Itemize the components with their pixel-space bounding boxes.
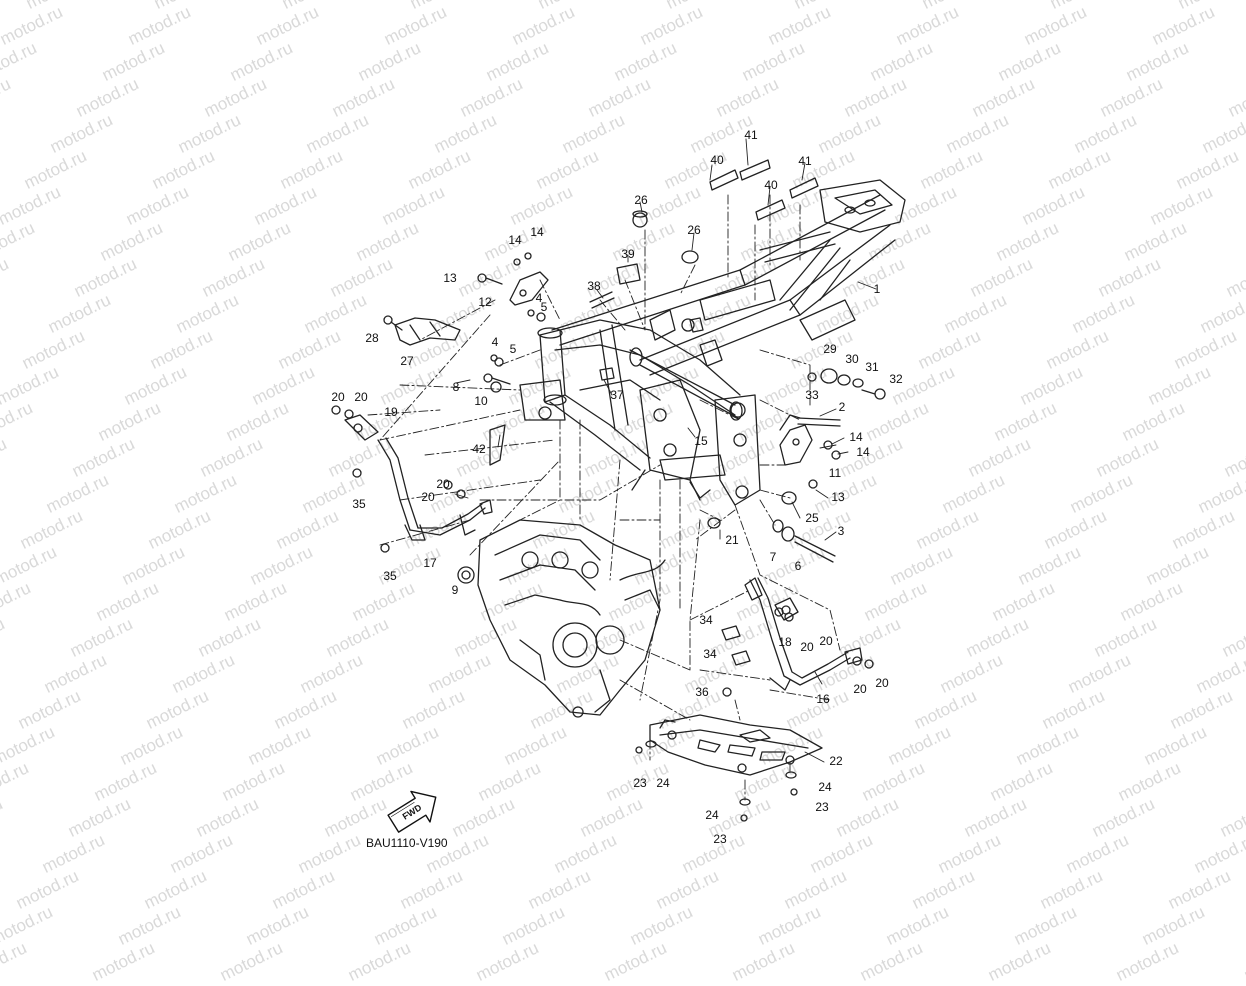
bracket-12 — [509, 271, 549, 306]
part-callout: 35 — [383, 569, 397, 583]
part-callout: 41 — [798, 154, 812, 168]
part-callout: 9 — [451, 583, 459, 597]
engine-guard-right — [744, 577, 863, 691]
part-callout: 20 — [875, 676, 889, 690]
part-callout: 12 — [478, 295, 492, 309]
part-callout: 19 — [384, 405, 398, 419]
part-callout: 5 — [509, 342, 517, 356]
part-callout: 26 — [634, 193, 648, 207]
part-callout: 40 — [764, 178, 778, 192]
part-callout: 10 — [474, 394, 488, 408]
part-callout: 7 — [769, 550, 777, 564]
part-callout: 14 — [849, 430, 863, 444]
part-callout: 8 — [452, 380, 460, 394]
engine — [477, 519, 666, 718]
part-callout: 18 — [778, 635, 792, 649]
fwd-arrow-icon — [387, 790, 437, 833]
part-callout: 2 — [838, 400, 846, 414]
watermark-text: motod.ru — [729, 938, 798, 985]
engine-guard-left — [344, 414, 493, 541]
watermark-text: motod.ru — [0, 938, 30, 985]
part-callout: 24 — [705, 808, 719, 822]
part-callout: 14 — [508, 233, 522, 247]
part-callout: 17 — [423, 556, 437, 570]
decal-labels — [709, 159, 819, 221]
part-callout: 42 — [472, 442, 486, 456]
part-callout: 34 — [699, 613, 713, 627]
part-callout: 20 — [354, 390, 368, 404]
part-callout: 3 — [837, 524, 845, 538]
bracket-27 — [394, 317, 461, 346]
small-hardware — [331, 210, 886, 822]
part-callout: 34 — [703, 647, 717, 661]
part-callout: 20 — [421, 490, 435, 504]
part-callout: 25 — [805, 511, 819, 525]
part-callout: 13 — [443, 271, 457, 285]
part-callout: 39 — [621, 247, 635, 261]
part-callout: 1 — [873, 282, 881, 296]
part-callout: 11 — [828, 466, 842, 480]
part-callout: 41 — [744, 128, 758, 142]
part-callout: 30 — [845, 352, 859, 366]
main-frame — [519, 179, 906, 506]
part-callout: 23 — [713, 832, 727, 846]
watermark-text: motod.ru — [1113, 938, 1182, 985]
part-callout: 24 — [656, 776, 670, 790]
part-callout: 22 — [829, 754, 843, 768]
part-callout: 35 — [352, 497, 366, 511]
part-callout: 20 — [331, 390, 345, 404]
part-callout: 14 — [530, 225, 544, 239]
part-callout: 36 — [695, 685, 709, 699]
watermark-text: motod.ru — [217, 938, 286, 985]
part-callout: 31 — [865, 360, 879, 374]
watermark-text: motod.ru — [857, 938, 926, 985]
part-callout: 14 — [856, 445, 870, 459]
part-callout: 32 — [889, 372, 903, 386]
leader-lines — [367, 194, 841, 801]
part-callout: 29 — [823, 342, 837, 356]
part-callout: 4 — [491, 335, 499, 349]
part-callout: 20 — [819, 634, 833, 648]
part-callout: 37 — [610, 388, 624, 402]
part-callout: 4 — [535, 291, 543, 305]
part-callout: 20 — [800, 640, 814, 654]
part-callout: 28 — [365, 331, 379, 345]
part-callout: 16 — [816, 692, 830, 706]
bracket-11 — [779, 414, 813, 466]
watermark-text: motod.ru — [1241, 938, 1246, 985]
watermark-text: motod.ru — [473, 938, 542, 985]
part-callout: 33 — [805, 388, 819, 402]
watermark-text: motod.ru — [345, 938, 414, 985]
part-callout: 6 — [794, 559, 802, 573]
part-callout: 38 — [587, 279, 601, 293]
callout-leaders — [454, 138, 877, 763]
part-callout: 24 — [818, 780, 832, 794]
part-callout: 21 — [725, 533, 739, 547]
part-callout: 23 — [633, 776, 647, 790]
part-callout: 13 — [831, 490, 845, 504]
watermark-text: motod.ru — [985, 938, 1054, 985]
watermark-text: motod.ru — [89, 938, 158, 985]
diagram-code: BAU1110-V190 — [366, 836, 448, 850]
watermark-text: motod.ru — [601, 938, 670, 985]
part-callout: 27 — [400, 354, 414, 368]
part-callout: 40 — [710, 153, 724, 167]
part-callout: 23 — [815, 800, 829, 814]
part-callout: 26 — [687, 223, 701, 237]
frame-exploded-view: FWD — [331, 138, 906, 833]
skid-plate — [649, 714, 823, 776]
part-callout: 5 — [540, 300, 548, 314]
part-callout: 15 — [694, 434, 708, 448]
part-callout: 20 — [436, 477, 450, 491]
part-callout: 20 — [853, 682, 867, 696]
